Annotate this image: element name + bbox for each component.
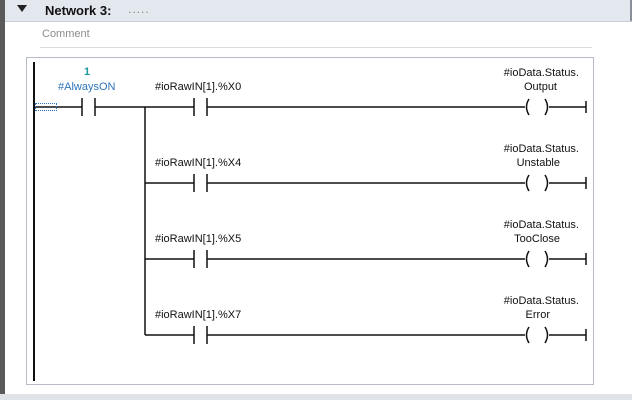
collapse-arrow-icon[interactable] (17, 5, 27, 12)
coil-error[interactable] (525, 326, 587, 344)
operand-x4[interactable]: #ioRawIN[1].%X4 (155, 157, 242, 169)
always-on-operand[interactable]: #AlwaysON (58, 81, 116, 93)
coil-error-line2[interactable]: Error (525, 309, 550, 321)
network-title[interactable]: Network 3: (45, 3, 112, 18)
coil-unstable-line1[interactable]: #ioData.Status. (503, 143, 579, 155)
comment-placeholder: Comment (42, 28, 90, 40)
coil-error-line1[interactable]: #ioData.Status. (503, 295, 579, 307)
operand-x0[interactable]: #ioRawIN[1].%X0 (155, 81, 242, 93)
network-header: Network 3: ..... (5, 0, 632, 22)
contact-x5[interactable] (145, 250, 525, 268)
contact-x4[interactable] (145, 174, 525, 192)
header-edge (630, 0, 632, 21)
coil-unstable[interactable] (525, 174, 587, 192)
rung-1 (145, 98, 587, 116)
coil-tooclose[interactable] (525, 250, 587, 268)
selection-marker[interactable] (35, 103, 57, 111)
network-title-suffix[interactable]: ..... (128, 2, 150, 16)
coil-tooclose-line1[interactable]: #ioData.Status. (503, 219, 579, 231)
contact-x0[interactable] (145, 98, 525, 116)
coil-output[interactable] (525, 98, 587, 116)
coil-output-line1[interactable]: #ioData.Status. (503, 67, 579, 79)
coil-output-line2[interactable]: Output (523, 81, 557, 93)
rung-3 (145, 250, 587, 268)
rung-4 (145, 326, 587, 344)
coil-tooclose-line2[interactable]: TooClose (514, 233, 560, 245)
operand-x7[interactable]: #ioRawIN[1].%X7 (155, 309, 242, 321)
rung-2 (145, 174, 587, 192)
contact-counter: 1 (84, 66, 91, 78)
editor-left-frame (0, 0, 5, 400)
network-comment-field[interactable]: Comment (40, 25, 592, 48)
ladder-network-area[interactable] (26, 57, 594, 385)
bottom-scroll-area[interactable] (0, 394, 632, 400)
always-on-contact[interactable] (34, 98, 145, 116)
operand-x5[interactable]: #ioRawIN[1].%X5 (155, 233, 242, 245)
coil-unstable-line2[interactable]: Unstable (516, 157, 560, 169)
contact-x7[interactable] (145, 326, 525, 344)
